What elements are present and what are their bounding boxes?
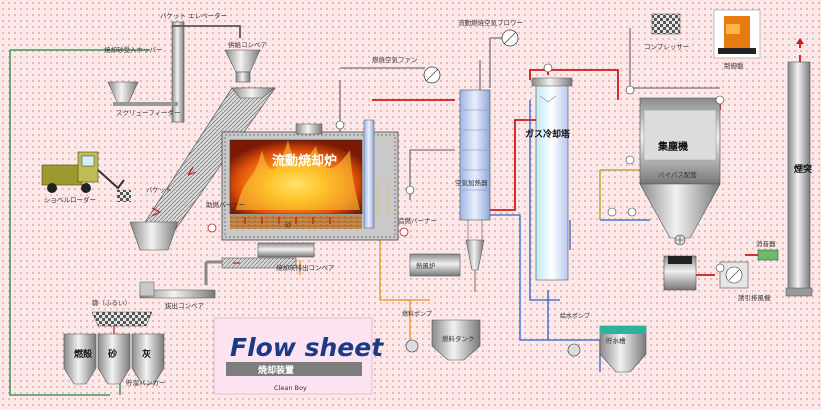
label-startup-burner: 助燃バーナー <box>206 200 245 209</box>
label-air-preheater: 空気加熱器 <box>455 178 488 187</box>
label-bypass-duct: バイパス配管 <box>658 170 697 179</box>
chimney <box>785 38 813 297</box>
control-panel-icon <box>713 9 761 59</box>
label-water-pump: 給水ポンプ <box>560 312 590 320</box>
label-bucket: バケット <box>146 186 172 194</box>
label-ash-discharge-conveyor: 焼却灰排出コンベア <box>276 263 335 272</box>
label-silencer: 消音器 <box>756 239 776 248</box>
title-product: Clean Boy <box>274 384 307 392</box>
label-combustion-blower: 熱風炉 <box>416 261 436 270</box>
label-sand-hopper: 焼却砂受入ホッパー <box>104 45 163 54</box>
sieve <box>91 311 153 327</box>
label-gas-cooling-tower: ガス冷却塔 <box>525 128 571 140</box>
supply-conveyor <box>224 49 261 83</box>
ash-extraction-conveyor <box>139 281 216 299</box>
ash-discharge-conveyor <box>204 242 315 285</box>
title-subtitle: 焼却装置 <box>258 364 294 376</box>
combustion-air-fan-icon <box>423 66 441 84</box>
bucket-elevator <box>171 21 241 123</box>
valve-icons <box>335 63 725 273</box>
label-combustion-fan: 燃焼空気ファン <box>372 55 418 64</box>
label-control-panel: 制御盤 <box>724 61 744 70</box>
label-fuel-tank: 燃料タンク <box>442 334 475 343</box>
label-dust-collector: 集塵機 <box>657 140 688 153</box>
fuel-pump-icon <box>405 339 419 353</box>
label-auxiliary-burner: 造燃バーナー <box>398 216 437 225</box>
label-furnace: 流動焼却炉 <box>272 153 337 169</box>
label-screw-feeder: スクリューフィーダー <box>116 108 180 117</box>
label-induced-fan: 誘引排風機 <box>738 293 771 302</box>
label-sieve: 篩（ふるい） <box>92 298 131 307</box>
label-bunker-3: 灰 <box>142 348 151 360</box>
label-bunker-2: 砂 <box>108 348 117 360</box>
label-shovel-loader: ショベルローダー <box>44 195 96 204</box>
induced-draft-fan <box>719 261 749 289</box>
label-chimney: 煙突 <box>794 163 812 175</box>
water-pump-icon <box>567 343 581 357</box>
label-sand: 砂 <box>285 220 292 229</box>
silencer <box>757 249 779 261</box>
label-bucket-elevator: バケット エレベーター <box>160 11 227 20</box>
gas-cooling-tower <box>531 77 573 281</box>
pipe-network <box>9 28 801 396</box>
compressor-icon <box>651 13 681 35</box>
label-water-tank: 貯水槽 <box>606 336 626 345</box>
fuel-tank <box>431 319 481 361</box>
equipment-labels: バケット エレベーター 焼却砂受入ホッパー スクリューフィーダー 供給コンベア … <box>44 11 812 392</box>
fluidized-bed-furnace <box>207 119 409 241</box>
combustion-blower <box>409 253 461 277</box>
dust-collector <box>639 97 721 291</box>
shovel-loader-icon <box>41 151 131 202</box>
title-card <box>213 317 373 395</box>
hopper-sand-feed <box>107 81 178 106</box>
inclined-feed-conveyor <box>129 87 276 251</box>
label-extraction-conveyor: 抜出コンベア <box>165 301 205 310</box>
label-compressor: コンプレッサー <box>644 43 689 51</box>
air-preheater <box>459 89 491 292</box>
label-bunker-1: 燃殻 <box>74 348 93 360</box>
title-flow-sheet: Flow sheet <box>230 333 384 362</box>
label-supply-conveyor: 供給コンベア <box>228 40 268 49</box>
label-cooling-blower: 流動燃焼空気ブロワー <box>458 18 523 27</box>
label-fuel-pump: 燃料ポンプ <box>402 310 432 318</box>
storage-bunker-group <box>63 326 165 385</box>
water-tank <box>599 325 647 373</box>
label-storage-bunker: 貯溜バンカー <box>126 378 165 387</box>
cooling-air-blower-icon <box>501 29 519 47</box>
